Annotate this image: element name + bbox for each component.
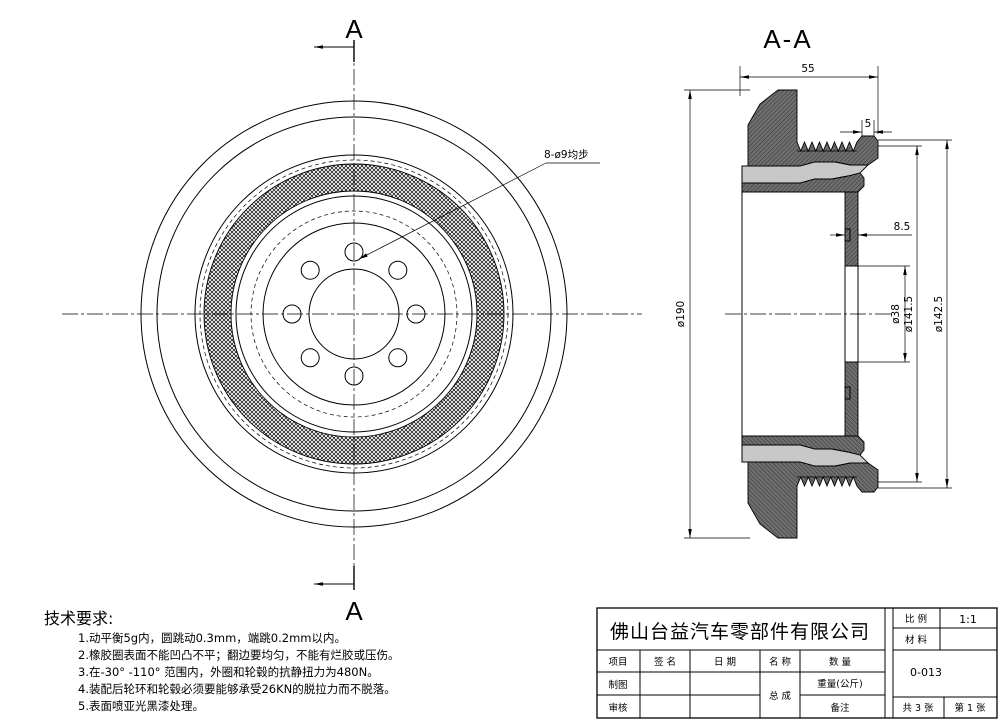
row-drafting-label: 制图 — [608, 679, 627, 691]
tech-requirement-item: 3.在-30° -110° 范围内，外圈和轮毂的抗静扭力为480N。 — [78, 665, 379, 679]
dim-dia-outer: ø190 — [675, 89, 750, 539]
dim-dia-bore-text: ø38 — [890, 304, 902, 324]
col-item-header: 项目 — [608, 657, 627, 668]
section-view: A-A 55 — [675, 24, 952, 539]
section-mark-bottom: A — [345, 596, 363, 626]
section-top-half — [741, 89, 879, 314]
material-label: 材 料 — [905, 634, 928, 646]
title-block-grid — [597, 608, 997, 718]
scale-value: 1:1 — [959, 613, 977, 626]
front-view: A A 8-ø9均步 — [62, 14, 642, 626]
dim-width-text: 55 — [801, 63, 814, 75]
tech-requirement-item: 1.动平衡5g内，圆跳动0.3mm，端跳0.2mm以内。 — [78, 631, 346, 645]
tech-requirement-item: 2.橡胶圈表面不能凹凸不平；翻边要均匀，不能有烂胶或压伤。 — [78, 648, 399, 662]
bolt-hole — [344, 242, 364, 262]
assembly-label: 总 成 — [769, 690, 792, 702]
dim-dia-b: ø142.5 — [878, 139, 952, 489]
dim-offset-text: 8.5 — [894, 221, 911, 233]
scale-label: 比 例 — [905, 613, 927, 625]
tech-requirements: 技术要求: 1.动平衡5g内，圆跳动0.3mm，端跳0.2mm以内。 2.橡胶圈… — [44, 609, 399, 713]
section-mark-top: A — [345, 14, 363, 44]
title-block: 佛山台益汽车零部件有限公司 比 例 1:1 材 料 0-013 项目 签 名 日… — [596, 607, 998, 719]
outer-ring-section — [747, 89, 879, 167]
hub-web-notch — [844, 386, 851, 400]
section-view-title: A-A — [763, 24, 812, 54]
section-bottom-half — [741, 314, 879, 539]
hole-callout-leader — [358, 162, 547, 260]
tech-requirement-item: 5.表面喷亚光黑漆处理。 — [78, 699, 204, 713]
bolt-hole — [300, 260, 320, 280]
dim-step: 5 — [840, 118, 892, 136]
outer-ring-section — [747, 461, 879, 539]
dim-dia-a: ø141.5 — [878, 145, 922, 483]
title-block-frame — [596, 607, 998, 719]
bolt-hole — [388, 260, 408, 280]
row-review-label: 审核 — [608, 702, 628, 714]
drawing-number: 0-013 — [910, 666, 942, 679]
company-name: 佛山台益汽车零部件有限公司 — [610, 621, 870, 643]
dim-dia-bore: ø38 — [858, 265, 910, 363]
tech-requirement-item: 4.装配后轮环和轮毂必须要能够承受26KN的脱拉力而不脱落。 — [78, 682, 396, 696]
weight-label: 重量(公斤) — [817, 678, 862, 690]
col-qty-header: 数 量 — [829, 656, 852, 668]
col-date-header: 日 期 — [714, 657, 736, 668]
tech-requirements-heading: 技术要求: — [44, 609, 113, 628]
hole-callout-text: 8-ø9均步 — [544, 149, 589, 161]
dim-dia-a-text: ø141.5 — [903, 296, 915, 332]
col-signature-header: 签 名 — [654, 656, 676, 668]
dim-width: 55 — [739, 63, 879, 134]
dim-dia-b-text: ø142.5 — [933, 296, 945, 332]
dim-step-text: 5 — [865, 118, 872, 130]
bolt-hole — [388, 348, 408, 368]
hub-rim-section — [741, 435, 865, 456]
dim-dia-outer-text: ø190 — [675, 301, 687, 327]
bore-edge-lines — [844, 314, 859, 363]
bore-edge-lines — [844, 265, 859, 314]
col-name-header: 名 称 — [769, 656, 792, 668]
bolt-hole — [300, 348, 320, 368]
sheets-total: 共 3 张 — [902, 703, 934, 714]
remarks-label: 备注 — [830, 702, 850, 714]
hub-rim-section — [741, 172, 865, 193]
dim-offset: 8.5 — [830, 221, 912, 237]
sheet-number: 第 1 张 — [954, 702, 986, 714]
